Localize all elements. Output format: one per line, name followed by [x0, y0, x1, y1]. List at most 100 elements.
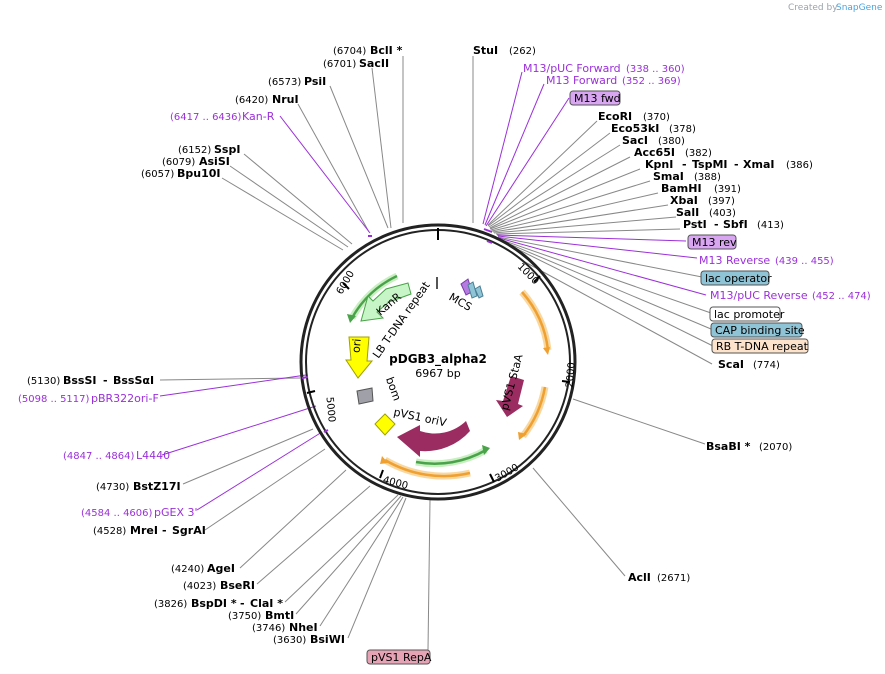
asisi-name: AsiSI: [199, 155, 230, 168]
tick-label-2000: 2000: [565, 362, 578, 388]
oriv-diamond: [374, 413, 396, 436]
ecori-pos: (370): [643, 112, 670, 123]
lac-promoter-label: lac promoter: [714, 308, 785, 321]
orange-arc-2-halo: [520, 386, 549, 439]
green-arc-bottom-arrow: [482, 445, 490, 455]
m13-fwd-name: M13 Forward: [546, 74, 617, 87]
lac-operator-box: [700, 270, 770, 286]
xbai-name: XbaI: [670, 194, 698, 207]
leader-lines: [159, 56, 713, 651]
stui-name: StuI: [473, 44, 498, 57]
bspdi-pos: (3826): [154, 599, 187, 610]
m13-fwd-box: [569, 90, 621, 106]
agei-pos: (4240): [171, 564, 204, 575]
bseri-name: BseRI: [220, 579, 255, 592]
psti-name: PstI: [683, 218, 707, 231]
lac-operator-label: lac operator: [705, 272, 772, 285]
m13-fwd-range: (352 .. 369): [622, 76, 681, 87]
sgrai-name: SgrAI: [172, 524, 206, 537]
bstz17i-name: BstZ17I: [133, 480, 181, 493]
bsabi-pos: (2070): [759, 442, 792, 453]
kpni-sep2: -: [734, 158, 739, 171]
kanr-primer-range: (6417 .. 6436): [170, 112, 242, 123]
rb-tdna-label: RB T-DNA repeat: [716, 340, 809, 353]
lac-promoter-box: [709, 306, 781, 322]
green-arc-left-arrow: [347, 314, 356, 323]
pvs1-oriv-arrow: [397, 421, 470, 457]
orange-arc-1-arrow: [543, 347, 550, 355]
psii-pos: (6573): [268, 77, 301, 88]
nrui-pos: (6420): [235, 95, 268, 106]
m13puc-reverse-name: M13/pUC Reverse: [710, 289, 808, 302]
m13-fwd-box-label: M13 fwd: [574, 92, 621, 105]
tick-label-6000: 6000: [335, 269, 357, 297]
sbfi-name: SbfI: [723, 218, 748, 231]
xbai-pos: (397): [708, 196, 735, 207]
bsiwi-pos: (3630): [273, 635, 306, 646]
eco53ki-pos: (378): [669, 124, 696, 135]
kanr-arrow: [360, 282, 412, 322]
ori-arrow: [345, 336, 374, 379]
l4440-name: L4440: [136, 449, 170, 462]
agei-name: AgeI: [207, 562, 235, 575]
mrei-sep: -: [162, 524, 167, 537]
bpu10i-name: Bpu10I: [177, 167, 221, 180]
xmai-name: XmaI: [743, 158, 774, 171]
stui-pos: (262): [509, 46, 536, 57]
sspi-pos: (6152): [178, 145, 211, 156]
sali-pos: (403): [709, 208, 736, 219]
bcli-pos: (6704): [333, 46, 366, 57]
acc65i-pos: (382): [685, 148, 712, 159]
pbr322-range: (5098 .. 5117): [18, 394, 90, 405]
tick-label-5000: 5000: [324, 396, 337, 422]
bom-box: [356, 387, 374, 405]
clai-name: ClaI *: [250, 597, 283, 610]
smai-name: SmaI: [653, 170, 684, 183]
orange-arc-2: [522, 386, 547, 437]
primer-marks: [301, 228, 493, 433]
mcs-cluster: [460, 278, 484, 299]
scai-name: ScaI: [718, 358, 744, 371]
sali-name: SalI: [676, 206, 699, 219]
kpni-sep1: -: [682, 158, 687, 171]
eco53ki-name: Eco53kI: [611, 122, 659, 135]
pgex3-range: (4584 .. 4606): [81, 508, 153, 519]
bstz17i-pos: (4730): [96, 482, 129, 493]
bmti-pos: (3750): [228, 611, 261, 622]
saci-name: SacI: [622, 134, 648, 147]
green-arc-bottom: [415, 448, 487, 465]
tick-marks: [306, 275, 571, 483]
bspdi-name: BspDI *: [191, 597, 237, 610]
nhei-pos: (3746): [252, 623, 285, 634]
bsiwi-name: BsiWI: [310, 633, 345, 646]
backbone-outer: [299, 223, 577, 501]
snapgene-logo: SnapGene: [836, 3, 883, 13]
tspmi-name: TspMI: [692, 158, 728, 171]
bsssi-pos: (5130): [27, 376, 60, 387]
m13-reverse-range: (439 .. 455): [775, 256, 834, 267]
green-arc-left: [350, 274, 398, 319]
asisi-pos: (6079): [162, 157, 195, 168]
scai-pos: (774): [753, 360, 780, 371]
nhei-name: NheI: [289, 621, 318, 634]
box-leader-lines: [497, 236, 714, 347]
rb-tdna-box: [711, 338, 809, 354]
m13puc-reverse-range: (452 .. 474): [812, 291, 871, 302]
bseri-pos: (4023): [183, 581, 216, 592]
bmti-name: BmtI: [265, 609, 294, 622]
orange-arc-1-halo: [519, 289, 552, 351]
kpni-name: KpnI: [645, 158, 673, 171]
smai-pos: (388): [694, 172, 721, 183]
m13-reverse-name: M13 Reverse: [699, 254, 770, 267]
branding-prefix: Created by: [788, 3, 838, 13]
pvs1-repa-box: [366, 649, 431, 665]
m13puc-fwd-range: (338 .. 360): [626, 64, 685, 75]
primer-leader-lines: [159, 71, 707, 511]
kanr-primer-name: Kan-R: [242, 110, 275, 123]
plasmid-name: pDGB3_alpha2: [389, 352, 487, 367]
mcs-label: MCS: [447, 290, 474, 313]
ori-label: ori: [350, 338, 364, 353]
bsssai-name: BssSαI: [113, 374, 154, 387]
psti-pos: (413): [757, 220, 784, 231]
